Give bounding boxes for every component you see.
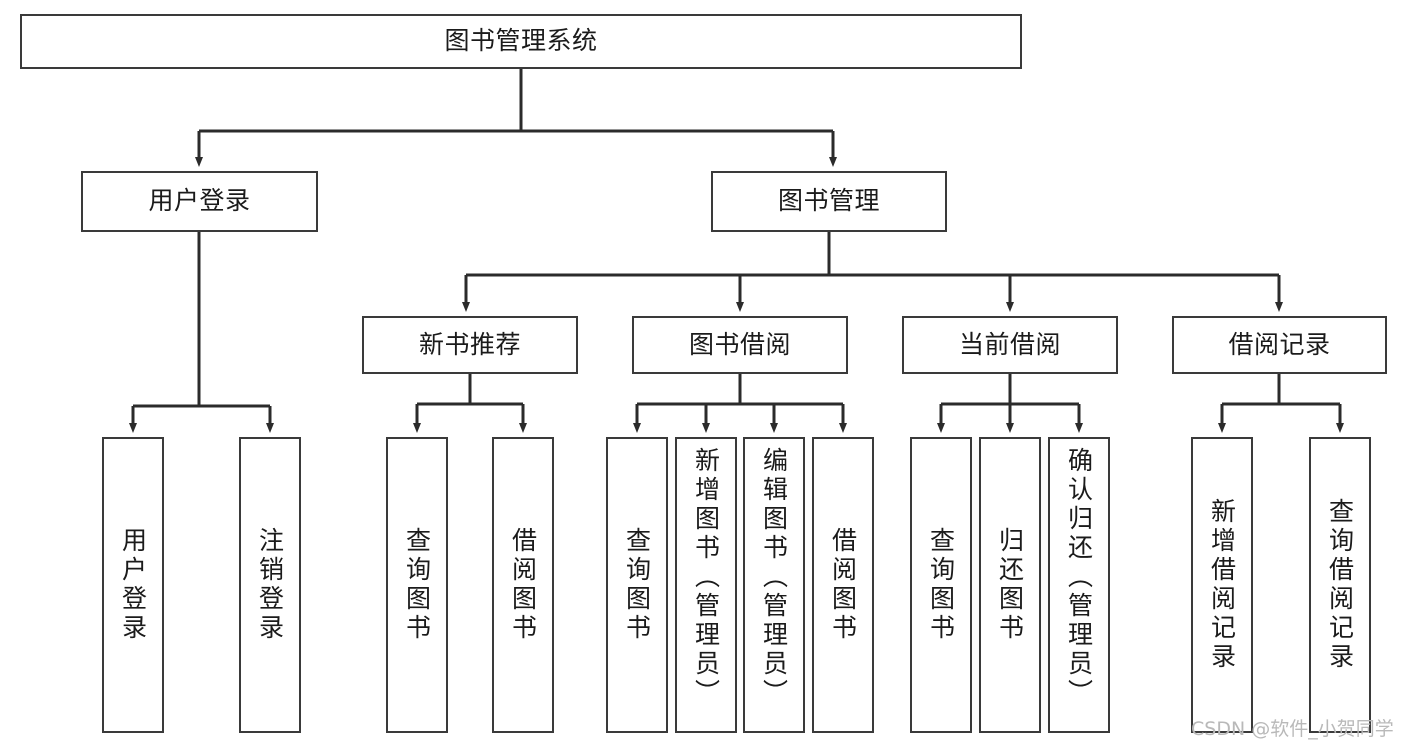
leaf-query-book-2[interactable]: 查询图书 bbox=[606, 437, 668, 733]
node-label: 查询图书 bbox=[402, 527, 432, 643]
leaf-confirm-return[interactable]: 确认归还（管理员） bbox=[1048, 437, 1110, 733]
node-user-login[interactable]: 用户登录 bbox=[81, 171, 318, 232]
node-label: 用户登录 bbox=[118, 527, 148, 643]
leaf-add-book[interactable]: 新增图书（管理员） bbox=[675, 437, 737, 733]
node-label: 确认归还（管理员） bbox=[1064, 447, 1094, 708]
node-current-borrow[interactable]: 当前借阅 bbox=[902, 316, 1118, 374]
node-label: 借阅记录 bbox=[1228, 329, 1331, 359]
node-label: 用户登录 bbox=[148, 186, 251, 216]
node-label: 图书管理 bbox=[777, 186, 880, 216]
leaf-add-record[interactable]: 新增借阅记录 bbox=[1191, 437, 1253, 733]
node-root-system[interactable]: 图书管理系统 bbox=[20, 14, 1022, 69]
node-label: 新书推荐 bbox=[418, 329, 521, 359]
leaf-edit-book[interactable]: 编辑图书（管理员） bbox=[743, 437, 805, 733]
node-label: 查询图书 bbox=[926, 527, 956, 643]
node-label: 查询图书 bbox=[622, 527, 652, 643]
node-label: 新增借阅记录 bbox=[1207, 498, 1237, 672]
node-book-manage[interactable]: 图书管理 bbox=[711, 171, 947, 232]
node-label: 借阅图书 bbox=[828, 527, 858, 643]
node-new-book-recommend[interactable]: 新书推荐 bbox=[362, 316, 578, 374]
leaf-logout-login[interactable]: 注销登录 bbox=[239, 437, 301, 733]
node-label: 图书管理系统 bbox=[444, 26, 598, 56]
leaf-user-login[interactable]: 用户登录 bbox=[102, 437, 164, 733]
leaf-query-book-3[interactable]: 查询图书 bbox=[910, 437, 972, 733]
node-label: 当前借阅 bbox=[958, 329, 1061, 359]
node-label: 注销登录 bbox=[255, 527, 285, 643]
leaf-borrow-book-1[interactable]: 借阅图书 bbox=[492, 437, 554, 733]
csdn-watermark: CSDN @软件_小贺同学 bbox=[1191, 718, 1394, 740]
node-label: 编辑图书（管理员） bbox=[759, 447, 789, 708]
node-borrow-record[interactable]: 借阅记录 bbox=[1172, 316, 1387, 374]
leaf-return-book[interactable]: 归还图书 bbox=[979, 437, 1041, 733]
leaf-query-record[interactable]: 查询借阅记录 bbox=[1309, 437, 1371, 733]
node-label: 借阅图书 bbox=[508, 527, 538, 643]
leaf-query-book-1[interactable]: 查询图书 bbox=[386, 437, 448, 733]
node-label: 查询借阅记录 bbox=[1325, 498, 1355, 672]
node-book-borrow[interactable]: 图书借阅 bbox=[632, 316, 848, 374]
node-label: 图书借阅 bbox=[688, 329, 791, 359]
node-label: 归还图书 bbox=[995, 527, 1025, 643]
node-label: 新增图书（管理员） bbox=[691, 447, 721, 708]
leaf-borrow-book-2[interactable]: 借阅图书 bbox=[812, 437, 874, 733]
